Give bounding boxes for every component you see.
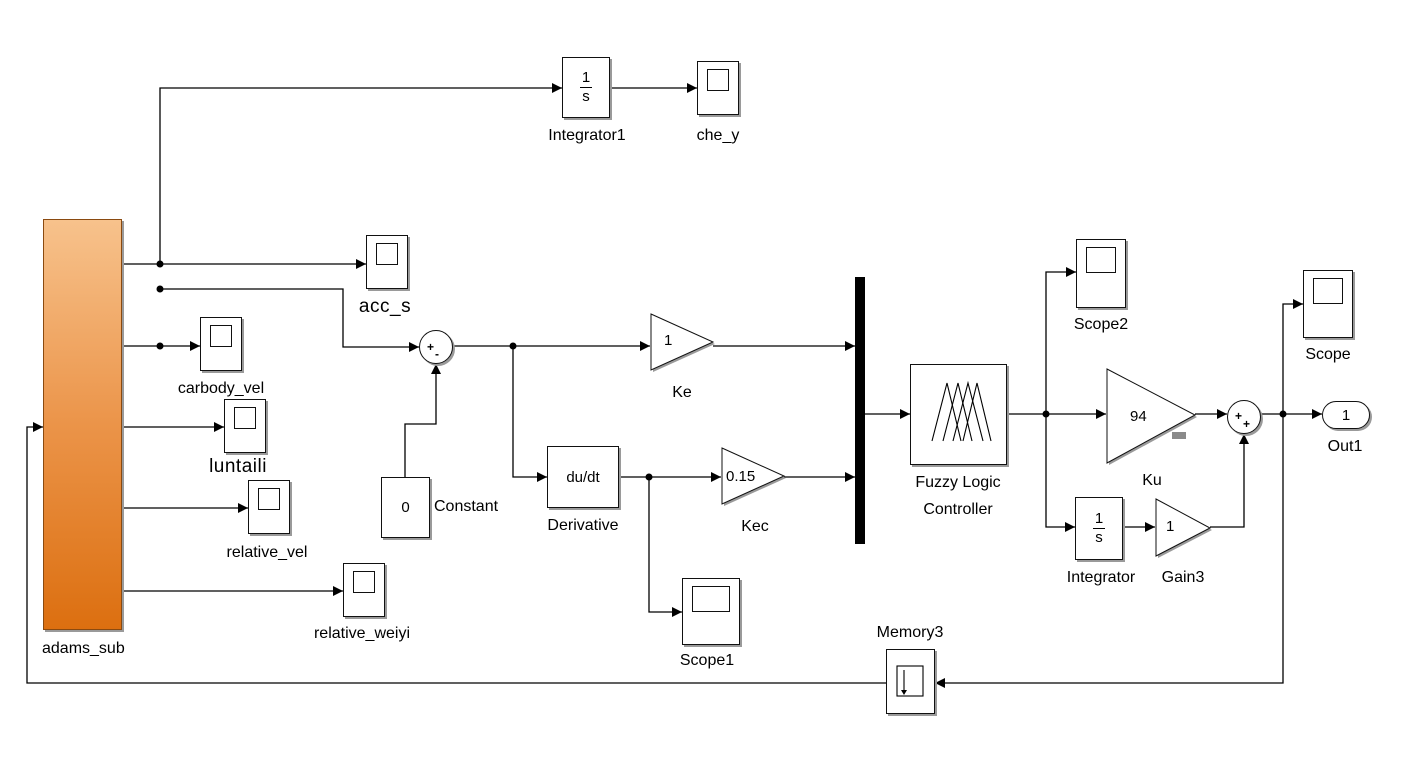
- sum1-sign-plus: +: [427, 340, 435, 354]
- wire-fuzzy-to-scope2[interactable]: [1045, 267, 1076, 414]
- constant-block[interactable]: 0: [381, 477, 430, 538]
- constant-value: 0: [401, 499, 410, 516]
- branch-point-6: [1042, 410, 1050, 418]
- scope-screen-icon: [210, 325, 232, 347]
- branch-point-1: [156, 260, 164, 268]
- wire-feedback-to-memory3[interactable]: [935, 414, 1284, 688]
- scope-label: Scope: [1305, 346, 1351, 363]
- ku-gain-block[interactable]: [1106, 368, 1200, 468]
- wire-error-to-derivative[interactable]: [512, 346, 547, 482]
- integrator-block[interactable]: 1 s: [1075, 497, 1123, 560]
- ku-value: 94: [1130, 408, 1147, 425]
- scope-screen-icon: [692, 586, 730, 612]
- sum1-block[interactable]: + -: [419, 330, 453, 364]
- relative-vel-label: relative_vel: [226, 544, 308, 561]
- relative-vel-scope-block[interactable]: [248, 480, 290, 534]
- branch-point-5: [645, 473, 653, 481]
- scope-block[interactable]: [1303, 270, 1353, 338]
- derivative-block[interactable]: du/dt: [547, 446, 619, 508]
- integrator1-numerator: 1: [581, 69, 591, 86]
- integrator-transfer-function: 1 s: [1093, 511, 1105, 546]
- branch-point-2: [156, 285, 164, 293]
- adams-sub-label: adams_sub: [42, 640, 125, 657]
- scope-screen-icon: [258, 488, 280, 510]
- luntaili-scope-block[interactable]: [224, 399, 266, 453]
- wire-sum2-to-scope[interactable]: [1282, 299, 1303, 414]
- memory3-label: Memory3: [876, 624, 944, 641]
- membership-functions-icon: [931, 380, 992, 442]
- sum2-sign-plus-top: +: [1235, 409, 1243, 423]
- luntaili-label: luntaili: [209, 456, 267, 477]
- scope2-label: Scope2: [1073, 316, 1129, 333]
- scope-screen-icon: [707, 69, 729, 91]
- sum2-sign-plus-bottom: +: [1243, 417, 1251, 431]
- kec-label: Kec: [741, 518, 769, 535]
- memory3-block[interactable]: [886, 649, 935, 714]
- fraction-bar: [1093, 528, 1105, 529]
- integrator1-label: Integrator1: [548, 127, 626, 144]
- acc-s-label: acc_s: [358, 296, 412, 317]
- memory-step-icon: [896, 665, 924, 697]
- integrator1-block[interactable]: 1 s: [562, 57, 610, 118]
- out1-label: Out1: [1327, 438, 1363, 455]
- kec-gain-block[interactable]: [721, 447, 789, 509]
- adams-sub-block[interactable]: [43, 219, 122, 630]
- branch-point-3: [156, 342, 164, 350]
- wire-derivative-to-scope1[interactable]: [648, 477, 682, 617]
- ke-gain-block[interactable]: [650, 313, 718, 375]
- fuzzy-label-line1: Fuzzy Logic: [915, 474, 1001, 491]
- ke-label: Ke: [672, 384, 692, 401]
- branch-point-7: [1279, 410, 1287, 418]
- branch-point-4: [509, 342, 517, 350]
- scope-screen-icon: [1086, 247, 1116, 273]
- carbody-vel-scope-block[interactable]: [200, 317, 242, 371]
- out1-value: 1: [1341, 406, 1351, 424]
- integrator-numerator: 1: [1094, 510, 1104, 527]
- che-y-label: che_y: [696, 127, 740, 144]
- fraction-bar: [580, 87, 592, 88]
- acc-s-scope-block[interactable]: [366, 235, 408, 289]
- wire-constant-to-sum1[interactable]: [404, 364, 441, 477]
- wire-memory3-to-adams[interactable]: [26, 422, 886, 684]
- ke-value: 1: [664, 332, 673, 349]
- sum2-block[interactable]: + +: [1227, 400, 1261, 434]
- integrator-denominator: s: [1095, 529, 1103, 546]
- block-badge-icon: [1172, 432, 1186, 439]
- wire-gain3-to-sum2[interactable]: [1210, 434, 1249, 528]
- scope1-block[interactable]: [682, 578, 740, 645]
- relative-weiyi-label: relative_weiyi: [313, 625, 411, 642]
- constant-label: Constant: [434, 498, 499, 515]
- out1-port-block[interactable]: 1: [1322, 401, 1370, 429]
- scope-screen-icon: [353, 571, 375, 593]
- derivative-label: Derivative: [547, 517, 619, 534]
- wire-adams-to-integrator1[interactable]: [159, 83, 562, 264]
- carbody-vel-label: carbody_vel: [177, 380, 265, 397]
- fuzzy-logic-controller-block[interactable]: [910, 364, 1007, 465]
- mux-block[interactable]: [855, 277, 865, 544]
- derivative-text: du/dt: [566, 468, 600, 486]
- gain3-label: Gain3: [1161, 569, 1205, 586]
- scope2-block[interactable]: [1076, 239, 1126, 308]
- scope-screen-icon: [376, 243, 398, 265]
- integrator1-denominator: s: [582, 88, 590, 105]
- wire-fuzzy-to-integrator[interactable]: [1045, 414, 1075, 532]
- fuzzy-label-line2: Controller: [923, 501, 993, 518]
- scope1-label: Scope1: [679, 652, 735, 669]
- integrator-label: Integrator: [1066, 569, 1136, 586]
- kec-value: 0.15: [726, 468, 756, 485]
- gain3-block[interactable]: [1155, 498, 1215, 561]
- scope-screen-icon: [1313, 278, 1343, 304]
- che-y-scope-block[interactable]: [697, 61, 739, 115]
- gain3-value: 1: [1166, 518, 1175, 535]
- wire-branch-to-sum1[interactable]: [160, 288, 419, 352]
- integrator1-transfer-function: 1 s: [580, 70, 592, 105]
- sum1-sign-minus: -: [435, 347, 439, 361]
- relative-weiyi-scope-block[interactable]: [343, 563, 385, 617]
- scope-screen-icon: [234, 407, 256, 429]
- ku-label: Ku: [1142, 472, 1162, 489]
